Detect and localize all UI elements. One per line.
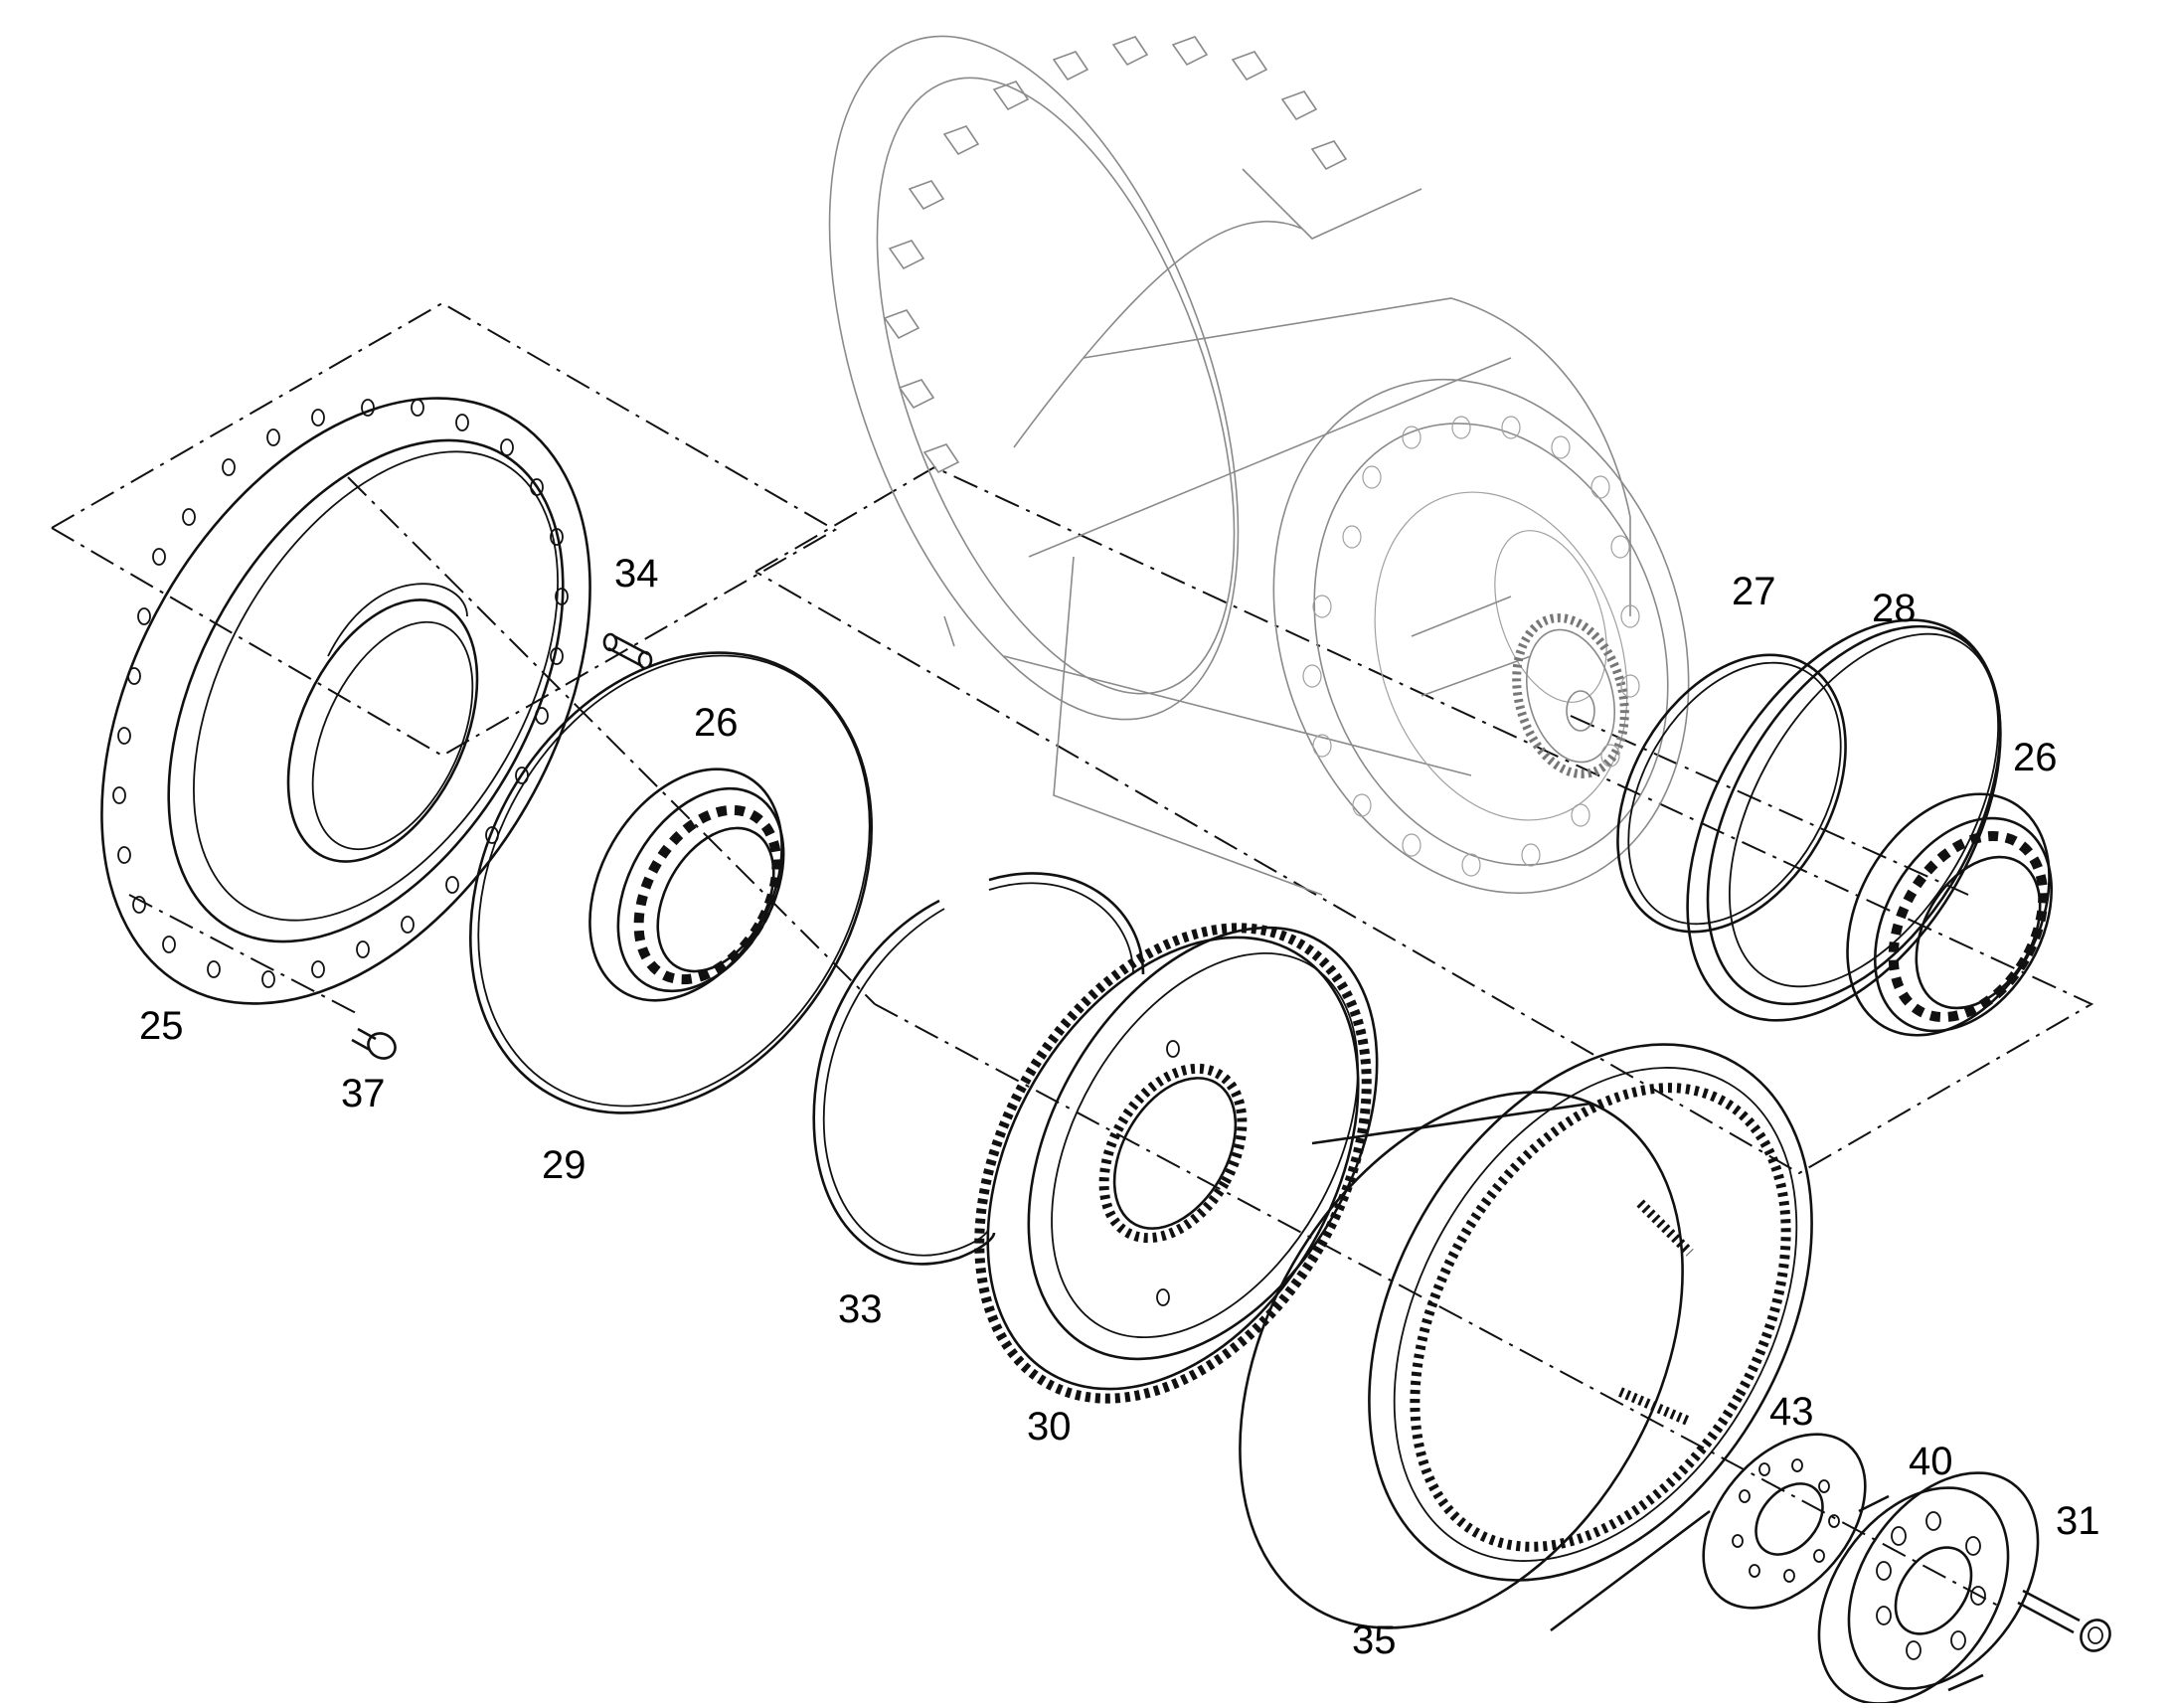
callout-37: 37 bbox=[341, 1072, 386, 1115]
part-40-cover bbox=[1817, 1471, 2040, 1705]
housing-rim-pockets bbox=[883, 36, 1348, 474]
part-40-holes bbox=[1876, 1511, 1986, 1660]
part-25-hub-cover bbox=[100, 397, 591, 1005]
part-33-snap-ring bbox=[812, 872, 1145, 1266]
callout-labels: 25 26 26 27 28 29 30 31 33 34 35 37 40 4… bbox=[139, 552, 2100, 1662]
final-drive-housing bbox=[828, 35, 1690, 896]
part-31-bolt bbox=[2017, 1589, 2111, 1652]
part-35-ring-gear bbox=[1239, 1043, 1813, 1632]
part-25-bolt-holes bbox=[112, 399, 569, 988]
callout-40: 40 bbox=[1909, 1440, 1953, 1483]
assembly-boundary-left bbox=[51, 301, 838, 758]
part-26-bearing-right bbox=[1846, 792, 2054, 1037]
callout-27: 27 bbox=[1732, 570, 1776, 613]
callout-29: 29 bbox=[542, 1143, 586, 1187]
callout-26-left: 26 bbox=[694, 701, 739, 745]
part-26-bearing-left bbox=[588, 768, 785, 1002]
callout-34: 34 bbox=[614, 552, 659, 596]
callout-43: 43 bbox=[1769, 1390, 1814, 1434]
callout-25: 25 bbox=[139, 1004, 184, 1048]
part-30-gear bbox=[974, 923, 1379, 1404]
part-28-ring bbox=[1686, 618, 2002, 1022]
callout-30: 30 bbox=[1027, 1405, 1072, 1449]
callout-28: 28 bbox=[1872, 587, 1917, 630]
housing-flange-holes bbox=[1302, 416, 1640, 877]
part-34-pin bbox=[602, 632, 653, 670]
callout-33: 33 bbox=[838, 1287, 883, 1331]
axis-centerlines bbox=[128, 476, 1999, 1607]
callout-31: 31 bbox=[2056, 1499, 2100, 1543]
part-29-o-ring bbox=[469, 651, 873, 1114]
callout-35: 35 bbox=[1352, 1619, 1397, 1662]
callout-26-right: 26 bbox=[2013, 736, 2058, 779]
part-43-plate bbox=[1702, 1433, 1867, 1610]
part-43-holes bbox=[1732, 1458, 1840, 1583]
assembly-boundary-right bbox=[754, 465, 2094, 1175]
part-37-screw bbox=[351, 1027, 397, 1060]
